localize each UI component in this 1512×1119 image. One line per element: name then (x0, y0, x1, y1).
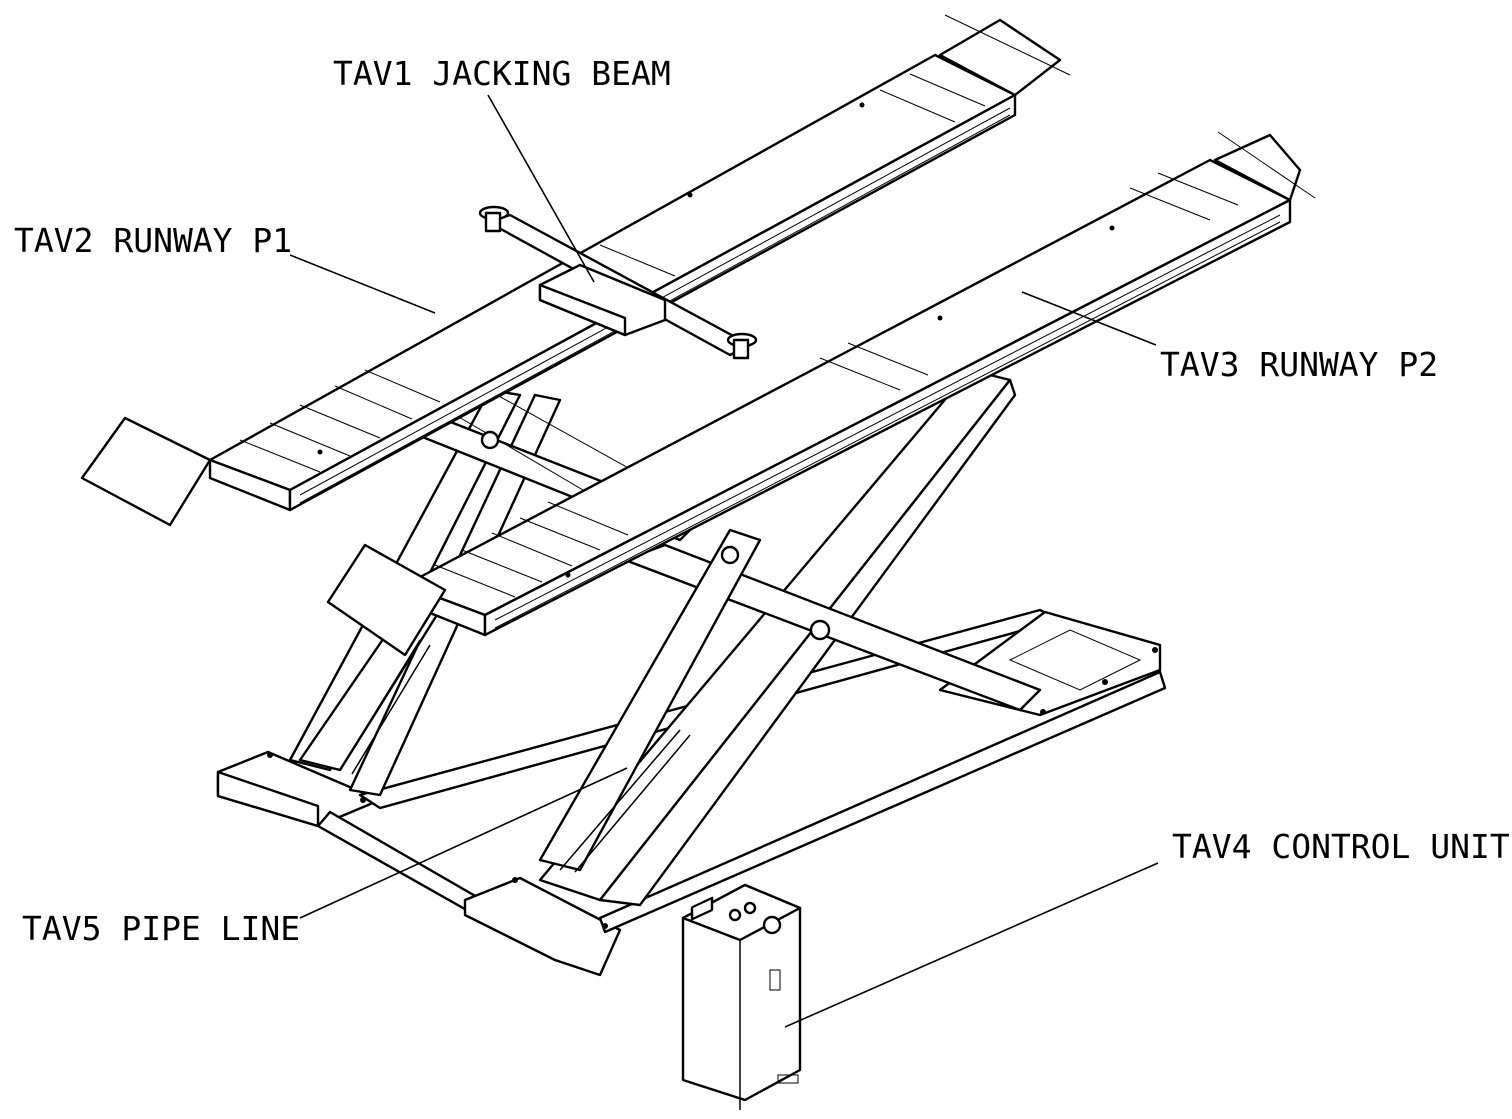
leader-tav3 (1021, 291, 1157, 346)
label-tav5: TAV5 PIPE LINE (22, 909, 300, 948)
leader-tav1 (487, 94, 595, 283)
leader-tav2 (289, 254, 436, 314)
runway-p2 (326, 131, 1316, 657)
leader-tav5 (299, 767, 628, 919)
label-tav4: TAV4 CONTROL UNIT (1172, 827, 1510, 866)
leader-lines (289, 94, 1159, 1028)
callout-labels: TAV1 JACKING BEAM TAV2 RUNWAY P1 TAV3 RU… (14, 54, 1510, 948)
label-tav3: TAV3 RUNWAY P2 (1160, 345, 1438, 384)
label-tav2: TAV2 RUNWAY P1 (14, 221, 292, 260)
jacking-beam (478, 205, 758, 360)
label-tav1: TAV1 JACKING BEAM (333, 54, 671, 93)
leader-tav4 (784, 862, 1159, 1028)
control-unit (681, 883, 802, 1110)
